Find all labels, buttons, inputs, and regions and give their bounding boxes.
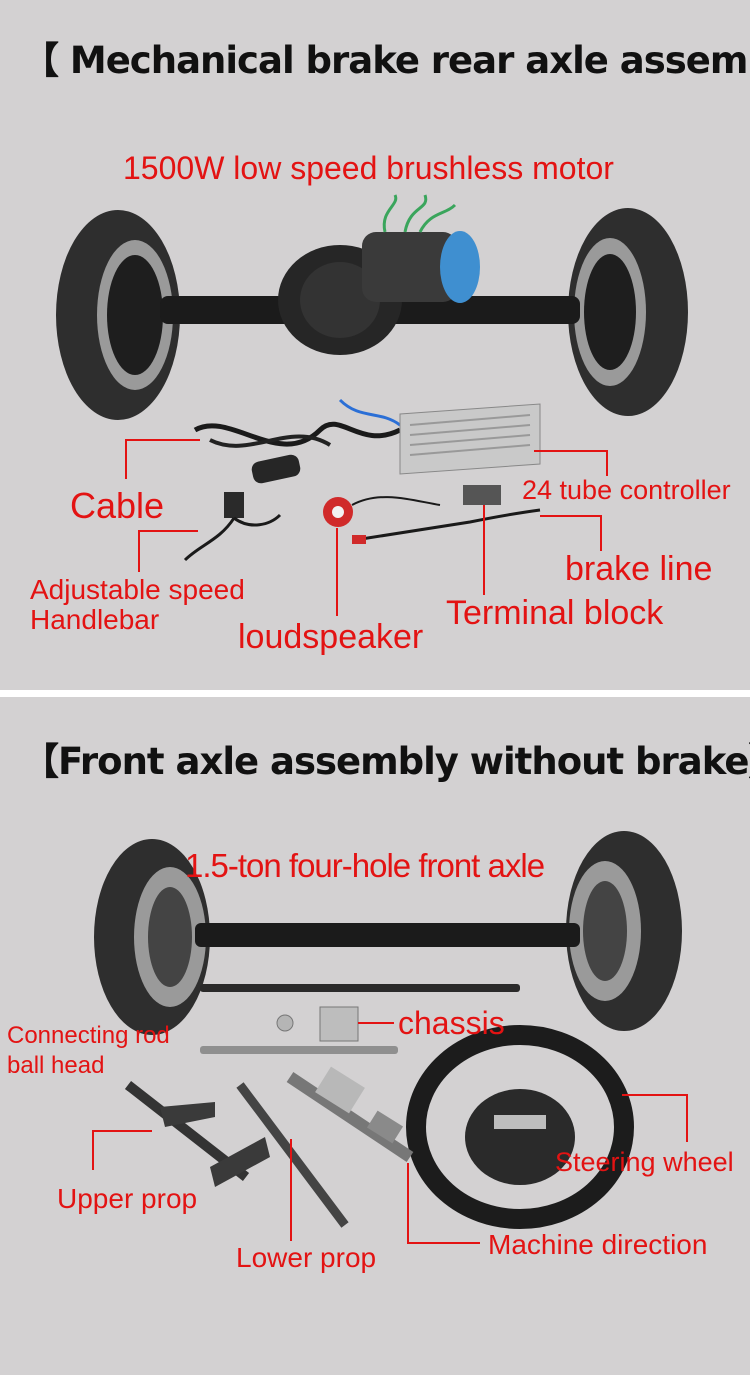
front-axle-illustration <box>94 831 682 1229</box>
steering-wheel-hub <box>465 1089 575 1185</box>
cable-label: Cable <box>70 485 165 526</box>
front-axle-beam <box>195 923 580 947</box>
steering-wheel-rim <box>406 1025 634 1229</box>
loudspeaker-label: loudspeaker <box>238 618 424 656</box>
brake-cable <box>354 508 541 542</box>
rear-section-title: 【 Mechanical brake rear axle assembly 】 <box>22 39 750 82</box>
tie-rod <box>200 984 520 992</box>
machine-direction-label: Machine direction <box>488 1229 708 1260</box>
rod-label-line1: Connecting rod <box>7 1022 170 1049</box>
rear-axle-illustration <box>56 194 688 562</box>
motor-label: 1500W low speed brushless motor <box>123 150 614 186</box>
lower-prop-shaft <box>236 1082 349 1228</box>
front-axle-panel: 【Front axle assembly without brake】 1.5-… <box>0 697 750 1375</box>
chassis-label: chassis <box>398 1005 505 1041</box>
front-axle-label: 1.5-ton four-hole front axle <box>185 847 545 884</box>
upper-prop-label: Upper prop <box>57 1183 198 1214</box>
steering-wheel-label: Steering wheel <box>555 1147 734 1177</box>
wiring-harness <box>193 421 402 447</box>
motor-cap <box>440 231 480 303</box>
rear-axle-panel: 【 Mechanical brake rear axle assembly 】 <box>0 0 750 690</box>
front-section-title: 【Front axle assembly without brake】 <box>22 740 750 783</box>
brake-line-label: brake line <box>565 550 713 588</box>
connecting-rod <box>200 1046 398 1054</box>
throttle-grip <box>251 454 301 484</box>
controller-label: 24 tube controller <box>522 475 731 505</box>
terminal-block <box>463 485 501 505</box>
rod-label-line2: ball head <box>7 1052 105 1079</box>
chassis-bracket <box>319 1006 359 1042</box>
terminal-block-label: Terminal block <box>446 594 664 632</box>
throttle-label-line1: Adjustable speed <box>30 574 245 605</box>
throttle-label-line2: Handlebar <box>30 604 160 635</box>
motor-body <box>362 232 457 302</box>
lower-prop-label: Lower prop <box>236 1242 377 1273</box>
steering-gear <box>286 1072 414 1162</box>
